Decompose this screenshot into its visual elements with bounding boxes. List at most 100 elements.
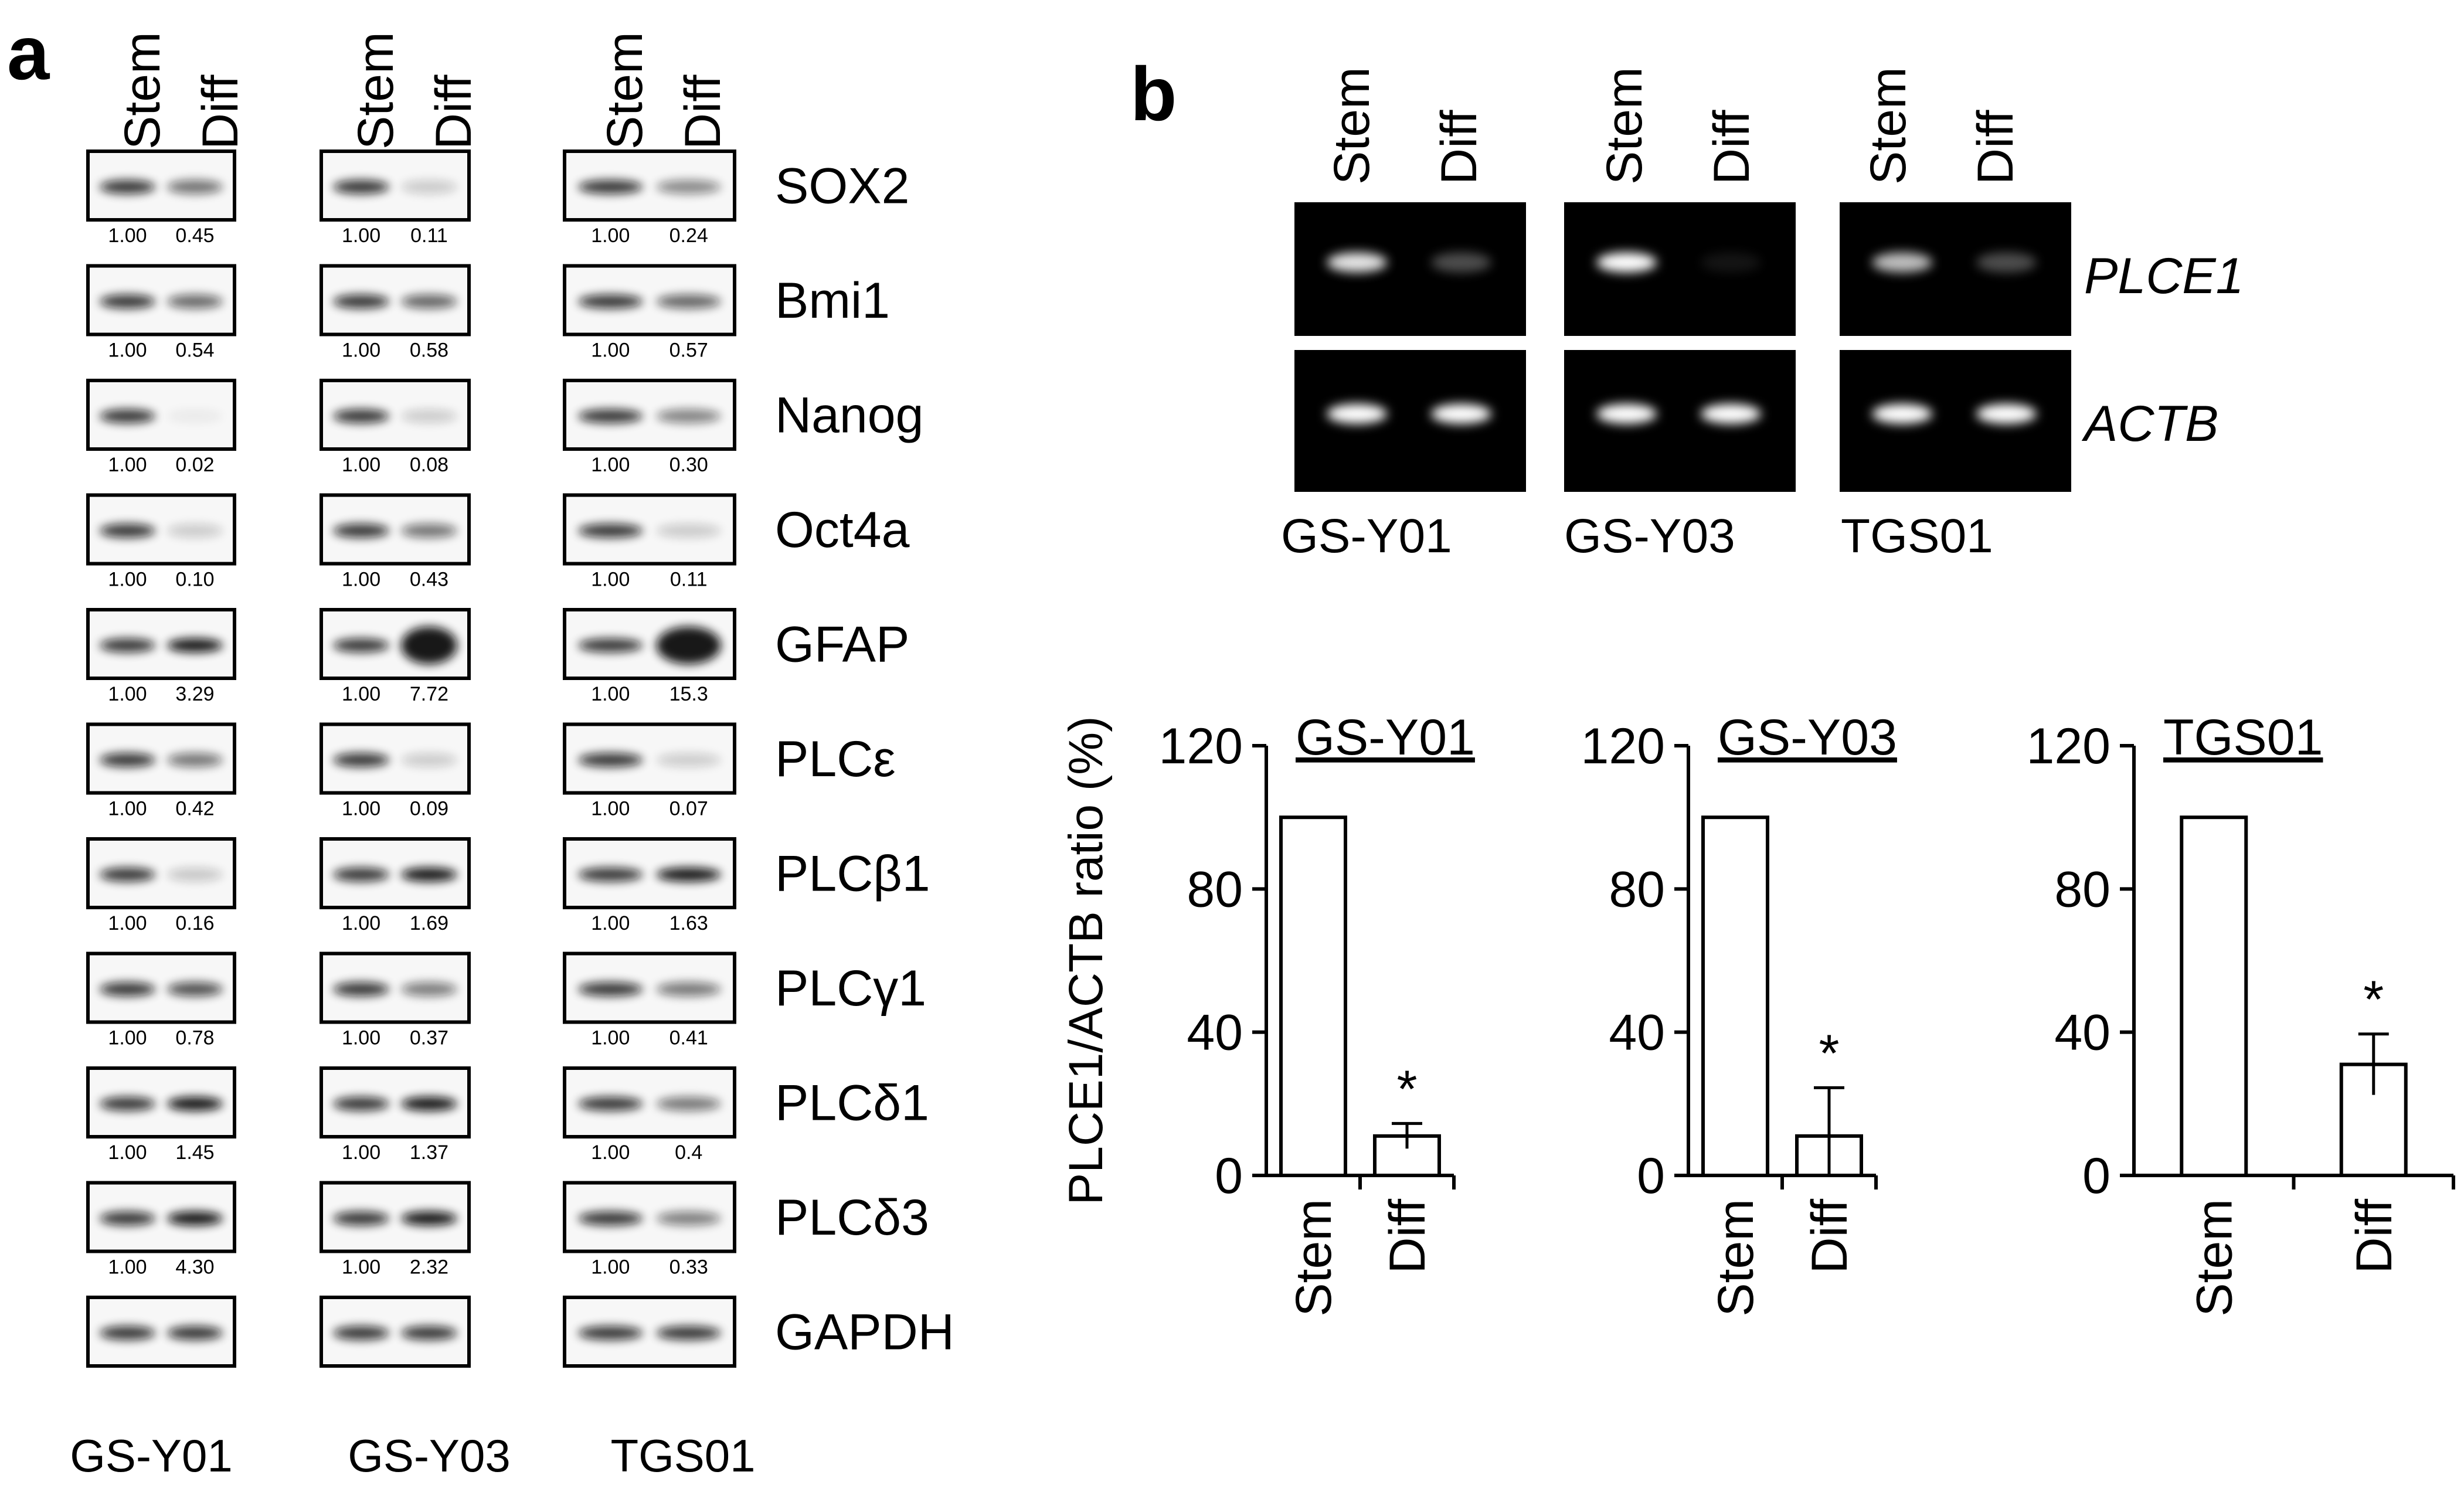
protein-label-oct4a: Oct4a: [775, 502, 910, 558]
blot-band: [100, 294, 155, 309]
blot-band: [100, 179, 155, 194]
densitometry-stem: 1.00: [108, 1256, 147, 1279]
gel-band: [1976, 403, 2037, 424]
blot-band: [401, 179, 457, 194]
panel-a-cell-lines: GS-Y01 GS-Y03 TGS01: [70, 1430, 755, 1481]
densitometry-stem: 1.00: [342, 225, 380, 247]
blot-band: [100, 1211, 155, 1226]
protein-label-sox2: SOX2: [775, 158, 909, 215]
densitometry-stem: 1.00: [108, 1141, 147, 1164]
blot-band: [333, 753, 389, 767]
blot-band: [401, 626, 457, 664]
densitometry-diff: 0.45: [175, 225, 214, 247]
blot-band: [656, 753, 721, 767]
blot-band: [578, 524, 643, 538]
category-label-diff: Diff: [1379, 1198, 1436, 1274]
densitometry-diff: 1.63: [669, 912, 708, 934]
gel-band: [1431, 403, 1491, 424]
blot-band: [578, 1096, 643, 1111]
gel-plce1-y03: [1564, 202, 1796, 336]
blot-band: [100, 1326, 155, 1340]
protein-label-plc-1: PLCβ1: [775, 846, 930, 902]
blot-plc-1-y01: 1.00 0.16: [86, 837, 236, 934]
category-label-diff: Diff: [2346, 1198, 2402, 1274]
densitometry-diff: 0.10: [175, 569, 214, 591]
densitometry-stem: 1.00: [591, 225, 630, 247]
panel-a-letter: a: [7, 10, 50, 96]
blot-band: [578, 1326, 643, 1340]
blot-band: [656, 626, 721, 664]
gel-lane-label-diff-tgs01: Diff: [1967, 109, 2024, 185]
chart-title: GS-Y03: [1718, 709, 1897, 766]
blot-band: [333, 867, 389, 882]
densitometry-diff: 0.24: [669, 225, 708, 247]
panel-b-letter: b: [1130, 51, 1177, 137]
chart-title: GS-Y01: [1296, 709, 1475, 766]
densitometry-diff: 0.16: [175, 912, 214, 934]
protein-label-gapdh: GAPDH: [775, 1304, 954, 1361]
blot-band: [401, 753, 457, 767]
blot-band: [656, 1211, 721, 1226]
chart-title: TGS01: [2163, 709, 2323, 766]
protein-label-bmi1: Bmi1: [775, 273, 890, 329]
densitometry-diff: 0.54: [175, 339, 214, 362]
gel-band: [1431, 252, 1491, 273]
gel-plce1-y01: [1294, 202, 1526, 336]
densitometry-diff: 1.37: [410, 1141, 448, 1164]
densitometry-stem: 1.00: [108, 912, 147, 934]
densitometry-stem: 1.00: [342, 683, 380, 705]
blot-band: [100, 638, 155, 652]
blot-band: [401, 294, 457, 309]
gel-band: [1872, 403, 1932, 424]
densitometry-stem: 1.00: [108, 569, 147, 591]
densitometry-stem: 1.00: [342, 454, 380, 476]
gel-background: [1294, 202, 1526, 336]
gel-background: [1564, 202, 1796, 336]
densitometry-diff: 2.32: [410, 1256, 448, 1279]
rt-pcr-gels: [1294, 202, 2071, 492]
blot-band: [656, 1326, 721, 1340]
densitometry-stem: 1.00: [591, 1027, 630, 1049]
gel-cell-line-tgs01: TGS01: [1841, 509, 1993, 563]
lane-label-stem-tgs01: Stem: [597, 32, 653, 149]
blot-sox2-y03: 1.00 0.11: [320, 149, 471, 247]
lane-label-diff-y01: Diff: [192, 74, 249, 149]
densitometry-diff: 0.37: [410, 1027, 448, 1049]
gel-band: [1327, 252, 1387, 273]
blot-gapdh-tgs01: [563, 1296, 736, 1368]
gel-actb-tgs01: [1840, 350, 2071, 492]
densitometry-diff: 0.11: [410, 225, 448, 247]
densitometry-diff: 0.4: [675, 1141, 702, 1164]
blot-band: [656, 1096, 721, 1111]
blot-band: [100, 409, 155, 423]
blot-band: [167, 867, 223, 882]
gel-background: [1294, 350, 1526, 492]
densitometry-stem: 1.00: [591, 912, 630, 934]
blot-band: [333, 1096, 389, 1111]
gel-lane-label-stem-tgs01: Stem: [1860, 67, 1916, 185]
y-tick-label: 80: [1187, 861, 1243, 917]
densitometry-diff: 1.69: [410, 912, 448, 934]
category-label-stem: Stem: [1286, 1199, 1342, 1317]
gel-background: [1564, 350, 1796, 492]
protein-label-plc-1: PLCδ1: [775, 1075, 929, 1131]
blot-plc-1-tgs01: 1.00 1.63: [563, 837, 736, 934]
blot-band: [656, 179, 721, 194]
gel-band: [1976, 252, 2037, 273]
y-tick-label: 0: [1215, 1148, 1243, 1204]
blot-band: [401, 867, 457, 882]
